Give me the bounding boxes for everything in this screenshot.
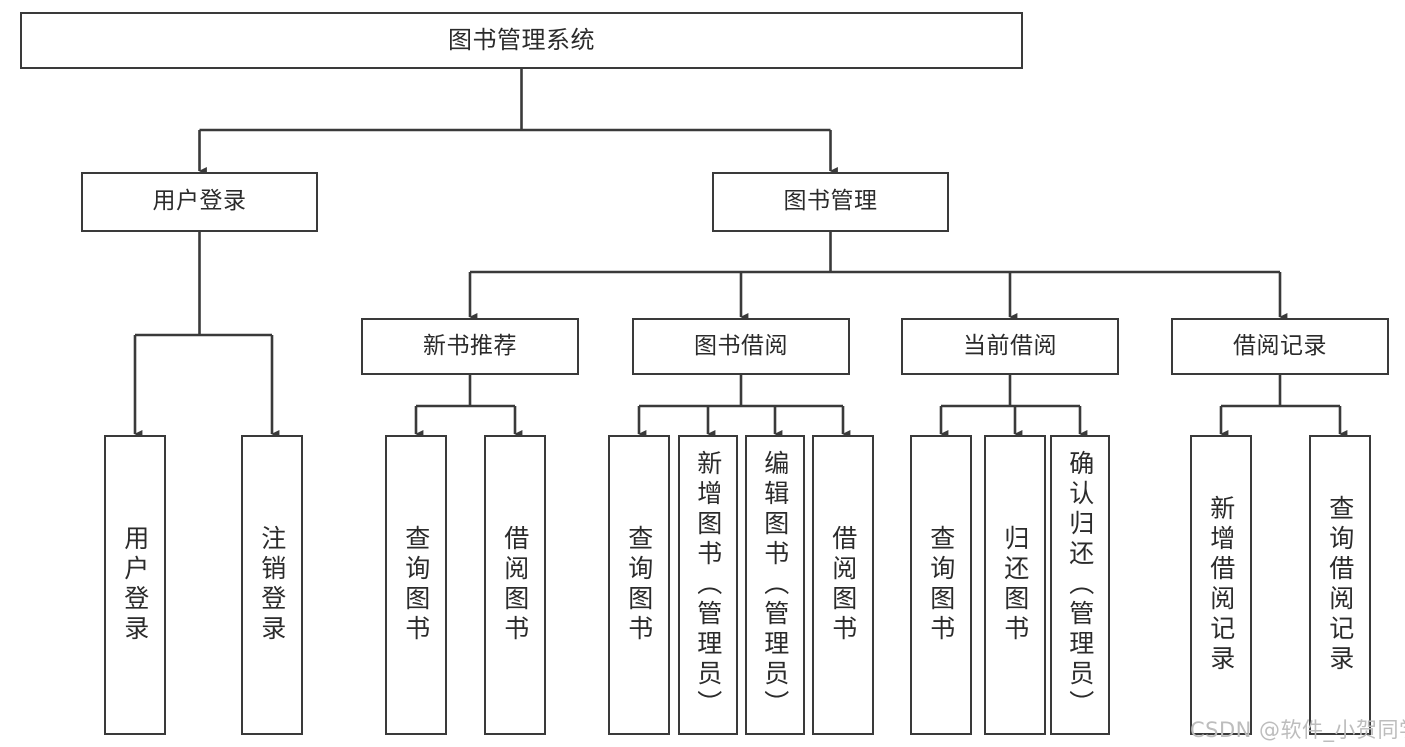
node-current-borrow-label: 当前借阅 — [963, 332, 1057, 359]
node-book-manage[interactable]: 图书管理 — [712, 172, 949, 232]
leaf-logout-login-label: 注销登录 — [257, 525, 287, 645]
leaf-query-book-2[interactable]: 查询图书 — [608, 435, 670, 735]
csdn-watermark: CSDN @软件_小贺同学 — [1190, 718, 1405, 742]
leaf-query-book-1-label: 查询图书 — [401, 525, 431, 645]
node-borrow-record[interactable]: 借阅记录 — [1171, 318, 1389, 375]
node-current-borrow[interactable]: 当前借阅 — [901, 318, 1119, 375]
leaf-confirm-return-label: 确认归还（管理员） — [1065, 450, 1095, 720]
leaf-add-borrow-record-label: 新增借阅记录 — [1206, 495, 1236, 675]
node-root-label: 图书管理系统 — [448, 26, 595, 55]
leaf-return-book-label: 归还图书 — [1000, 525, 1030, 645]
node-root[interactable]: 图书管理系统 — [20, 12, 1023, 69]
leaf-query-book-2-label: 查询图书 — [624, 525, 654, 645]
node-borrow-record-label: 借阅记录 — [1233, 332, 1327, 359]
leaf-add-book-label: 新增图书（管理员） — [693, 450, 723, 720]
node-book-manage-label: 图书管理 — [783, 188, 878, 215]
leaf-confirm-return[interactable]: 确认归还（管理员） — [1050, 435, 1110, 735]
node-book-borrow-label: 图书借阅 — [694, 332, 788, 359]
leaf-query-book-3-label: 查询图书 — [926, 525, 956, 645]
leaf-logout-login[interactable]: 注销登录 — [241, 435, 303, 735]
leaf-query-borrow-record[interactable]: 查询借阅记录 — [1309, 435, 1371, 735]
leaf-add-borrow-record[interactable]: 新增借阅记录 — [1190, 435, 1252, 735]
node-user-login[interactable]: 用户登录 — [81, 172, 318, 232]
node-new-book-recommend-label: 新书推荐 — [423, 332, 517, 359]
leaf-user-login[interactable]: 用户登录 — [104, 435, 166, 735]
node-book-borrow[interactable]: 图书借阅 — [632, 318, 850, 375]
leaf-borrow-book-2-label: 借阅图书 — [828, 525, 858, 645]
leaf-return-book[interactable]: 归还图书 — [984, 435, 1046, 735]
leaf-borrow-book-2[interactable]: 借阅图书 — [812, 435, 874, 735]
leaf-edit-book-label: 编辑图书（管理员） — [760, 450, 790, 720]
node-user-login-label: 用户登录 — [152, 188, 247, 215]
leaf-borrow-book-1[interactable]: 借阅图书 — [484, 435, 546, 735]
leaf-query-book-3[interactable]: 查询图书 — [910, 435, 972, 735]
leaf-user-login-label: 用户登录 — [120, 525, 150, 645]
node-new-book-recommend[interactable]: 新书推荐 — [361, 318, 579, 375]
leaf-borrow-book-1-label: 借阅图书 — [500, 525, 530, 645]
leaf-query-borrow-record-label: 查询借阅记录 — [1325, 495, 1355, 675]
leaf-edit-book[interactable]: 编辑图书（管理员） — [745, 435, 805, 735]
leaf-query-book-1[interactable]: 查询图书 — [385, 435, 447, 735]
leaf-add-book[interactable]: 新增图书（管理员） — [678, 435, 738, 735]
